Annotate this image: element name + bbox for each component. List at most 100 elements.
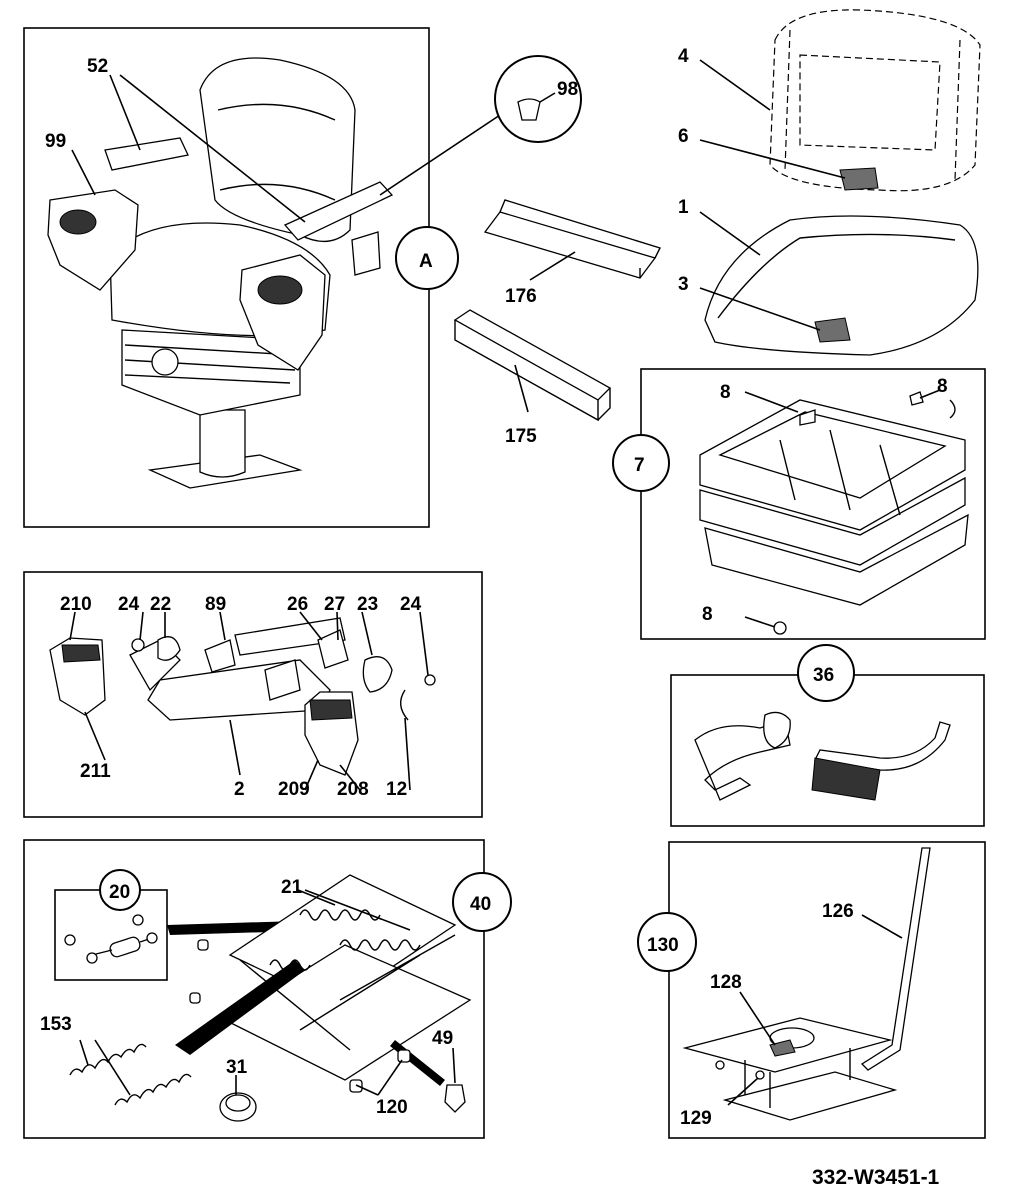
callout-99: 99 bbox=[45, 131, 66, 152]
side-latch bbox=[351, 231, 381, 276]
panel-armrest-controls-frame bbox=[23, 571, 483, 818]
washer-24-right bbox=[424, 674, 436, 686]
plate-89 bbox=[204, 639, 236, 673]
springs-153 bbox=[69, 1043, 192, 1106]
belt-half-right bbox=[814, 721, 951, 771]
callout-211: 211 bbox=[80, 761, 111, 782]
callout-52: 52 bbox=[87, 56, 108, 77]
callout-21: 21 bbox=[281, 877, 303, 898]
callout-210: 210 bbox=[60, 594, 92, 615]
armrest-right bbox=[283, 181, 394, 241]
callout-8-top-right: 8 bbox=[937, 376, 948, 397]
panel-suspension-unit-frame bbox=[23, 839, 485, 1139]
bellows-fold-2 bbox=[704, 513, 969, 606]
group-ref-20-circle bbox=[99, 869, 141, 911]
belt-anchor-left bbox=[763, 711, 791, 749]
rod-126 bbox=[860, 847, 931, 1071]
group-ref-36: 36 bbox=[813, 665, 834, 686]
backrest-cushion-4 bbox=[769, 9, 981, 192]
callout-49: 49 bbox=[432, 1028, 453, 1049]
clip-12 bbox=[400, 689, 409, 721]
bumper-49 bbox=[444, 1084, 466, 1113]
seat-cushion-1 bbox=[704, 215, 979, 356]
callout-175: 175 bbox=[505, 426, 537, 447]
callout-4: 4 bbox=[678, 46, 689, 67]
lower-plate bbox=[722, 1071, 898, 1121]
callout-208: 208 bbox=[337, 779, 369, 800]
fastener-8-bottom bbox=[773, 621, 787, 635]
callout-129: 129 bbox=[680, 1108, 712, 1129]
armrest-left bbox=[104, 137, 189, 171]
callout-126: 126 bbox=[822, 901, 854, 922]
group-ref-40-circle bbox=[452, 872, 512, 932]
group-ref-40: 40 bbox=[470, 894, 491, 915]
tag-6 bbox=[839, 167, 879, 191]
pedestal-column bbox=[199, 409, 246, 478]
callout-22: 22 bbox=[150, 594, 171, 615]
lever-26-27 bbox=[317, 629, 349, 669]
group-ref-130: 130 bbox=[647, 935, 679, 956]
drawing-code: 332-W3451-1 bbox=[812, 1166, 940, 1189]
mount-center bbox=[264, 659, 301, 701]
fastener-8-screw bbox=[909, 391, 924, 406]
callout-31: 31 bbox=[226, 1057, 248, 1078]
tag-3 bbox=[814, 317, 851, 343]
callout-24-left: 24 bbox=[118, 594, 140, 615]
clip-8 bbox=[949, 399, 956, 419]
height-knob bbox=[151, 348, 179, 376]
callout-209: 209 bbox=[278, 779, 310, 800]
belt-buckle bbox=[811, 757, 881, 801]
seat-cushion-group: 1 3 bbox=[678, 197, 979, 356]
cover-23 bbox=[362, 656, 393, 693]
group-ref-20: 20 bbox=[109, 882, 130, 903]
callout-120: 120 bbox=[376, 1097, 408, 1118]
group-ref-7-circle bbox=[612, 434, 670, 492]
callout-2: 2 bbox=[234, 779, 245, 800]
detail-98-bubble bbox=[494, 55, 582, 143]
panel-base-plate: 130 126 128 129 bbox=[637, 841, 986, 1139]
group-ref-a-circle bbox=[395, 226, 459, 290]
callout-128: 128 bbox=[710, 972, 742, 993]
tag-128 bbox=[769, 1039, 796, 1057]
damper-20 bbox=[109, 936, 141, 958]
bushing-120-b bbox=[397, 1049, 411, 1063]
control-pod-left-panel bbox=[59, 209, 97, 235]
callout-27: 27 bbox=[324, 594, 345, 615]
panel-suspension-cover-frame bbox=[640, 368, 986, 640]
callout-8-top-left: 8 bbox=[720, 382, 731, 403]
group-ref-a: A bbox=[419, 251, 433, 272]
group-ref-36-circle bbox=[797, 644, 855, 702]
washer-24-left bbox=[131, 638, 145, 652]
bolt-129 bbox=[755, 1070, 765, 1080]
backrest-cushion-group: 4 6 bbox=[678, 9, 981, 192]
fastener-8-top bbox=[799, 409, 816, 426]
callout-8-bottom: 8 bbox=[702, 604, 713, 625]
bushing-120-a bbox=[349, 1079, 363, 1093]
callout-23: 23 bbox=[357, 594, 378, 615]
callout-6: 6 bbox=[678, 126, 689, 147]
backrest bbox=[199, 57, 356, 242]
plate-22 bbox=[157, 636, 181, 661]
bracket-175 bbox=[453, 309, 612, 401]
callout-89: 89 bbox=[205, 594, 226, 615]
panel-armrest-controls: 210 24 22 89 26 27 23 24 211 2 209 208 1… bbox=[23, 571, 483, 818]
callout-24-right: 24 bbox=[400, 594, 422, 615]
rail-89 bbox=[234, 617, 346, 656]
panel-suspension-cover: 7 8 8 8 bbox=[612, 368, 986, 640]
callout-3: 3 bbox=[678, 274, 689, 295]
group-ref-130-circle bbox=[637, 912, 697, 972]
mounting-brackets: 176 175 bbox=[453, 199, 661, 447]
panel-seat-belt: 36 bbox=[670, 644, 985, 827]
callout-153: 153 bbox=[40, 1014, 72, 1035]
bellows-fold-1 bbox=[699, 476, 966, 566]
callout-1: 1 bbox=[678, 197, 689, 218]
callout-98: 98 bbox=[557, 79, 578, 100]
panel-suspension-unit: 40 20 bbox=[23, 839, 512, 1139]
panel-base-plate-frame bbox=[668, 841, 986, 1139]
group-ref-7: 7 bbox=[634, 455, 645, 476]
bracket-176 bbox=[483, 211, 657, 279]
panel-seat-assembly: A 52 99 98 bbox=[23, 27, 582, 528]
callout-26: 26 bbox=[287, 594, 308, 615]
control-pod-right-panel bbox=[257, 275, 303, 305]
